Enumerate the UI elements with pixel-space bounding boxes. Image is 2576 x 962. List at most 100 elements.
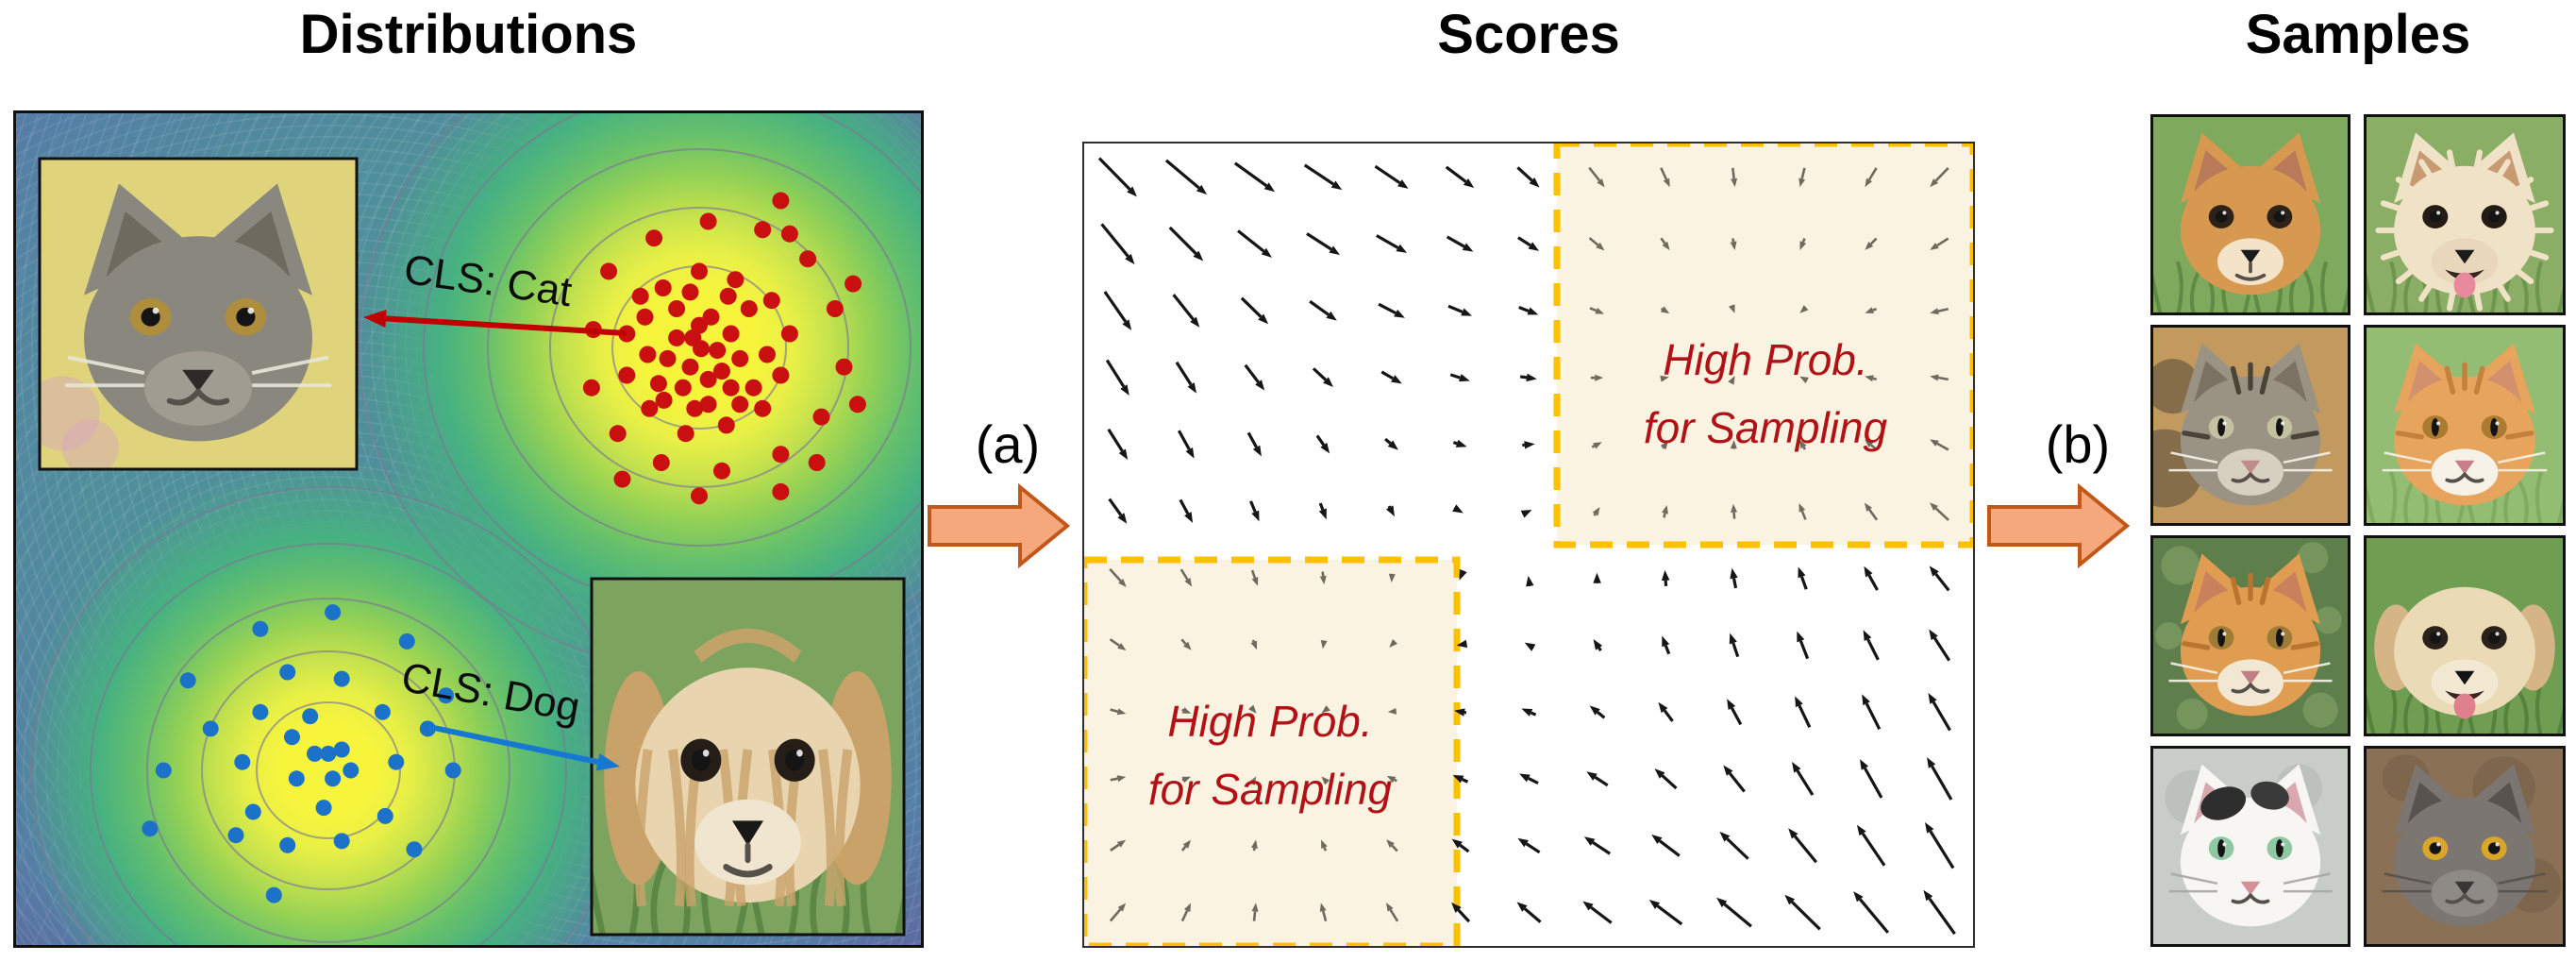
dog-data-point: [438, 687, 454, 704]
dog-data-point: [444, 762, 461, 779]
cat-data-point: [654, 279, 672, 296]
cat-data-point: [681, 283, 699, 301]
dog-data-point: [284, 729, 300, 746]
cat-data-point: [691, 487, 708, 505]
cat-data-point: [659, 349, 677, 367]
cat-data-point: [754, 221, 772, 239]
cat-data-point: [727, 271, 744, 289]
score-vector-field: [1097, 157, 1956, 936]
photo-insets: [38, 157, 906, 937]
cat-data-point: [772, 192, 790, 210]
cat-data-point: [631, 287, 649, 305]
dog-data-point: [333, 670, 350, 687]
cat-data-point: [780, 325, 798, 343]
cat-data-point: [677, 425, 694, 443]
cat-data-point: [826, 300, 844, 317]
high-prob-label-line2: for Sampling: [1644, 403, 1888, 452]
cat-data-point: [759, 346, 776, 363]
dog-data-point: [142, 820, 159, 837]
cat-data-point: [636, 308, 654, 326]
distributions-plot: CLS: Cat CLS: Dog: [30, 113, 921, 945]
cat-data-point: [652, 454, 670, 471]
dog-data-point: [315, 800, 332, 817]
step-a-arrow-icon: [928, 483, 1071, 568]
dog-data-point: [325, 770, 342, 787]
sample-image-gray-tabby-kitten: [2150, 325, 2350, 526]
cat-data-point: [799, 250, 817, 268]
cat-data-point: [613, 470, 631, 488]
scores-panel: High Prob. for Sampling High Prob. for S…: [1082, 142, 1975, 948]
annotation-arrows: [363, 309, 627, 771]
dog-data-point: [202, 720, 219, 737]
dog-data-point: [155, 762, 172, 779]
sample-image-gray-shorthair-cat: [2364, 746, 2566, 947]
dog-data-point: [374, 703, 391, 720]
dog-data-point: [333, 833, 350, 850]
dog-data-point: [388, 753, 405, 770]
cat-data-point: [639, 346, 657, 363]
sample-image-white-black-patch-cat: [2150, 746, 2350, 947]
gray-kitten-photo: [38, 157, 359, 471]
samples-title: Samples: [2245, 4, 2471, 65]
cat-data-point: [808, 454, 826, 471]
cat-data-point: [713, 462, 730, 480]
cat-density-contour: [487, 148, 912, 547]
cat-data-point: [674, 379, 692, 397]
cat-data-point: [609, 425, 627, 443]
sample-image-ginger-kitten: [2150, 535, 2350, 736]
dog-data-point: [179, 672, 196, 689]
distributions-panel: CLS: Cat CLS: Dog: [13, 110, 924, 948]
cat-data-point: [772, 366, 790, 384]
cls-dog-label: CLS: Dog: [398, 654, 583, 731]
cat-data-point: [699, 396, 717, 413]
cat-density-contour: [549, 207, 849, 488]
cat-data-point: [618, 366, 636, 384]
cat-data-point: [702, 308, 720, 326]
cat-data-point: [772, 446, 790, 464]
dog-density-contour: [90, 543, 567, 945]
dog-density-contour: [146, 598, 510, 943]
cat-data-point: [835, 358, 853, 376]
dog-data-point: [376, 807, 393, 824]
dog-data-point: [307, 745, 323, 762]
cat-data-point: [731, 349, 749, 367]
cat-data-point: [717, 416, 735, 434]
cat-data-point: [762, 292, 780, 310]
dog-data-point: [244, 803, 261, 820]
dog-data-point: [288, 770, 305, 787]
dog-data-point: [279, 836, 296, 853]
high-prob-label-line1: High Prob.: [1167, 697, 1372, 746]
cat-data-point: [780, 225, 798, 243]
scores-title: Scores: [1437, 4, 1620, 65]
dog-data-point: [333, 741, 350, 758]
cat-data-point: [709, 342, 727, 360]
cat-data-point: [848, 396, 866, 413]
cat-data-point: [668, 329, 686, 346]
sample-image-pomeranian-dog: [2364, 114, 2566, 315]
cat-data-point: [686, 399, 704, 417]
cat-data-point: [772, 482, 790, 500]
dog-data-point: [343, 762, 360, 779]
dog-data-point: [406, 841, 423, 858]
cat-data-point: [754, 399, 772, 417]
cat-data-point: [600, 262, 618, 280]
step-a-label: (a): [975, 414, 1041, 474]
cat-data-point: [655, 391, 673, 409]
cat-data-point: [722, 325, 740, 343]
cat-data-point: [699, 212, 717, 230]
dog-data-point: [398, 633, 415, 650]
cat-data-point: [649, 375, 667, 393]
score-field-plot: High Prob. for Sampling High Prob. for S…: [1084, 143, 1973, 946]
dog-data-point: [234, 753, 251, 770]
high-prob-region-top-right: [1553, 143, 1973, 549]
shih-tzu-photo: [590, 577, 906, 937]
cat-data-point: [618, 325, 636, 343]
step-b-label: (b): [2045, 414, 2111, 474]
step-b-arrow-icon: [1987, 483, 2131, 568]
cat-data-point: [699, 370, 717, 388]
cat-data-point: [740, 300, 758, 317]
distributions-title: Distributions: [299, 4, 638, 65]
sample-image-shiba-inu-puppy: [2150, 114, 2350, 315]
dog-data-point: [252, 703, 269, 720]
